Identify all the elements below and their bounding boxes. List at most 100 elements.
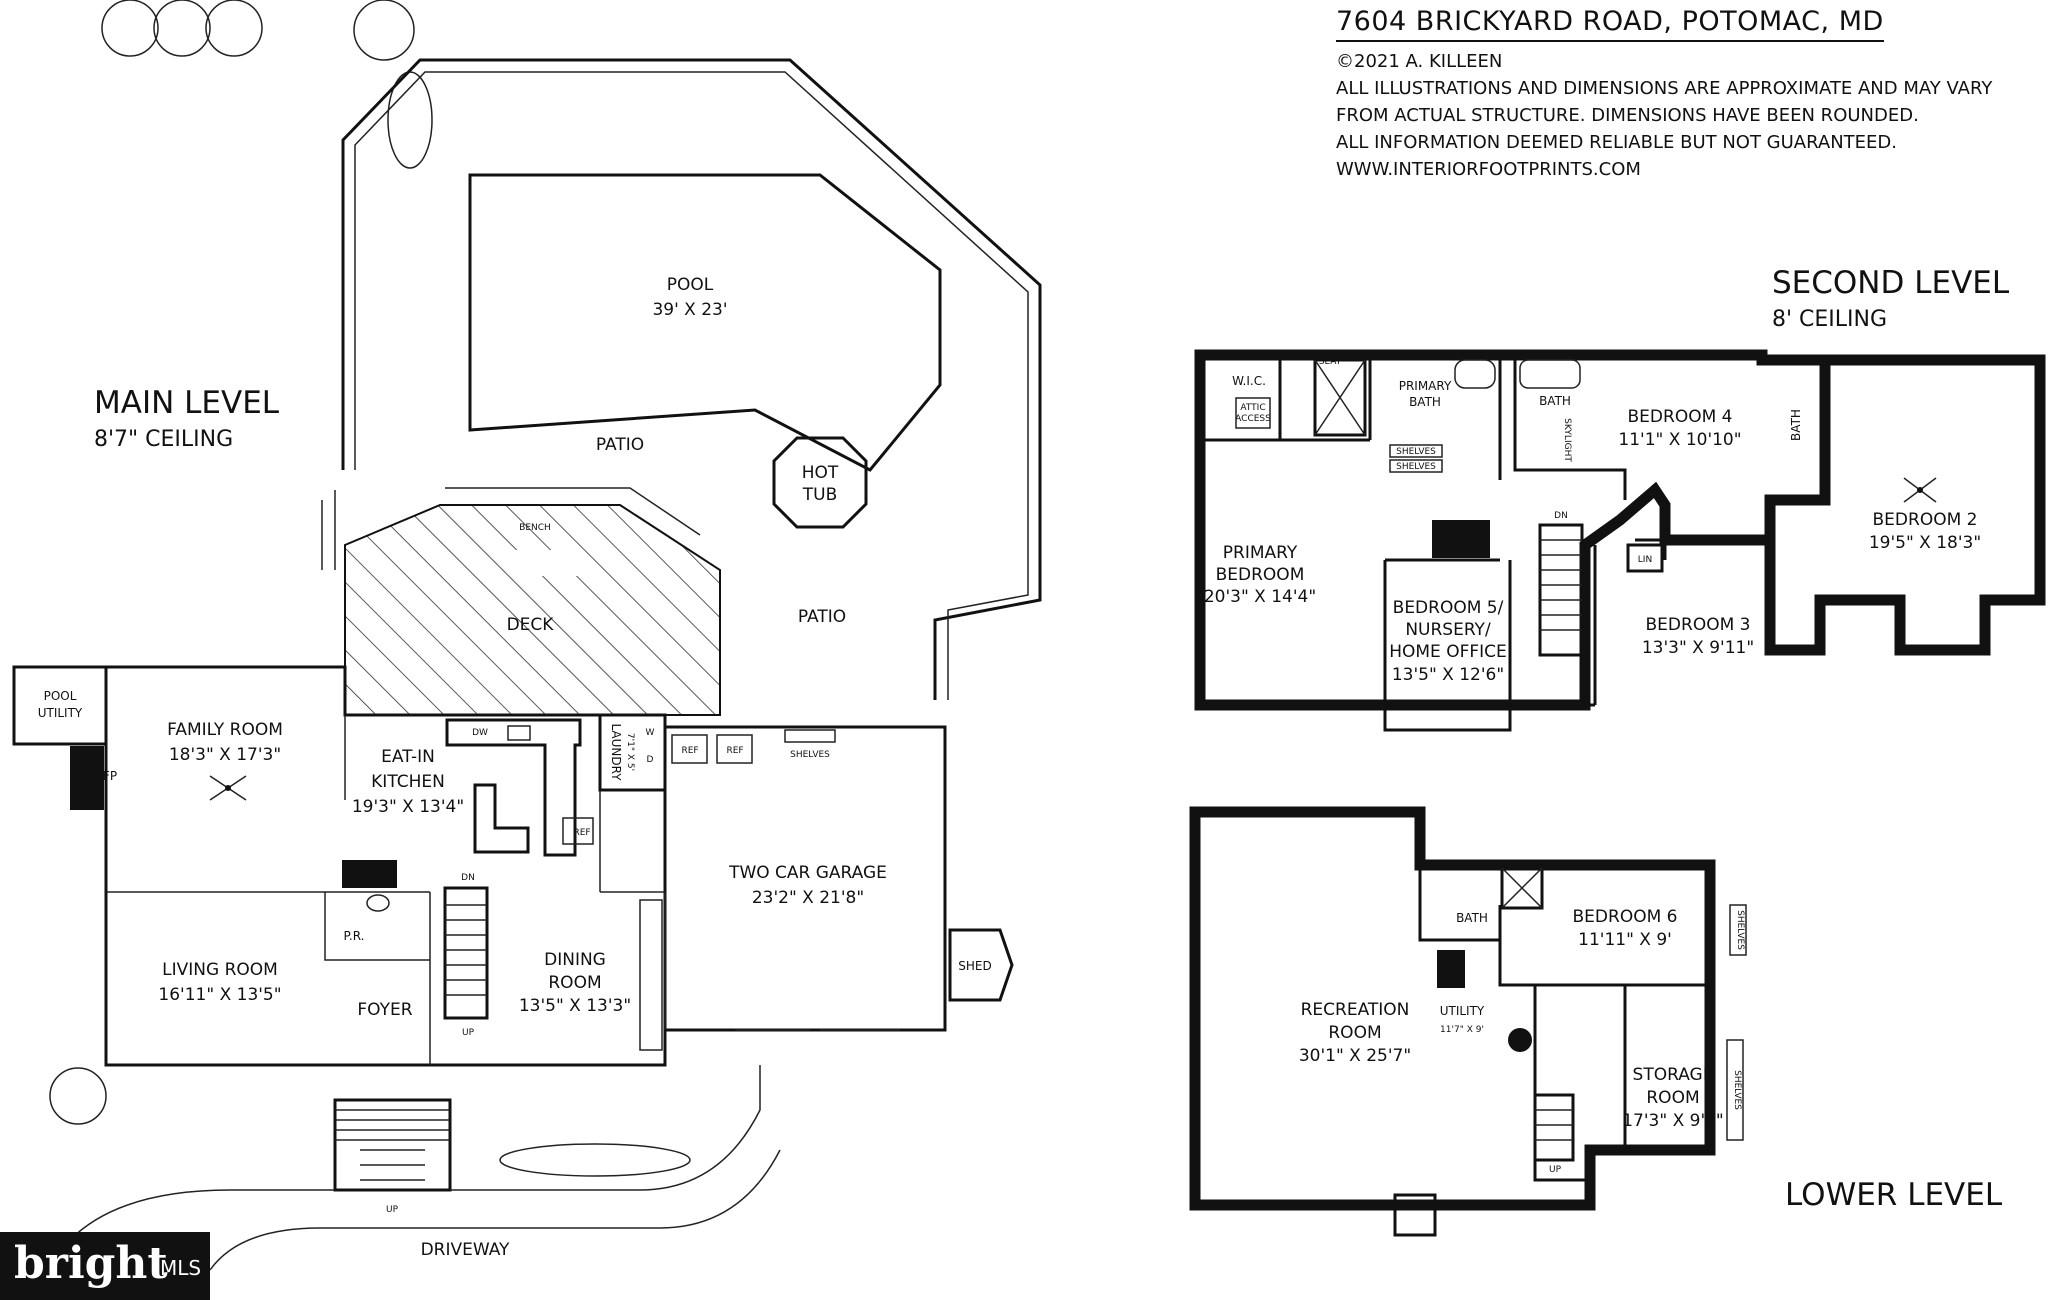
deck-area [344, 504, 721, 716]
bright-mls-logo: bright MLS [0, 1232, 210, 1300]
living-room-label: LIVING ROOM [162, 960, 278, 980]
lower-interior-walls [1418, 865, 1710, 1182]
lower-stairs: UP [1533, 1093, 1575, 1175]
tree-icon [353, 0, 415, 61]
garage-ref-2 [716, 734, 753, 764]
copyright: ©2021 A. KILLEEN [1336, 51, 1503, 72]
kitchen-dim: 19'3" X 13'4" [352, 797, 464, 817]
front-stoop [333, 1098, 452, 1192]
lower-shelves-label-1: SHELVES [1735, 910, 1745, 950]
bedroom-3-dim: 13'3" X 9'11" [1642, 638, 1754, 658]
lower-outer-walls [1189, 806, 1716, 1211]
dining-buffet [639, 899, 663, 1051]
chimney [1432, 520, 1490, 558]
bathtub [1454, 359, 1496, 389]
attic-label-2: ACCESS [1235, 414, 1271, 424]
bench-label: BENCH [519, 523, 551, 533]
hot-tub-label-1: HOT [802, 463, 839, 483]
bench-planter [445, 487, 701, 536]
kitchen-ref-label: REF [573, 828, 590, 838]
dryer-label: D [647, 755, 654, 765]
tree-icon [153, 0, 211, 57]
garage-ref-label-2: REF [726, 746, 743, 756]
skylight-label: SKYLIGHT [1562, 418, 1572, 462]
primary-bedroom-dim: 20'3" X 14'4" [1204, 587, 1316, 607]
main-stairs: DN UP [443, 873, 489, 1038]
garage-shelves-label: SHELVES [790, 750, 830, 760]
bedroom-5-dim: 13'5" X 12'6" [1392, 665, 1504, 685]
logo-brand: bright [14, 1238, 168, 1289]
pool-utility-label-1: POOL [44, 689, 77, 703]
primary-bath-label-1: PRIMARY [1399, 379, 1452, 393]
attic-label-1: ATTIC [1240, 403, 1265, 413]
dining-dim: 13'5" X 13'3" [519, 996, 631, 1016]
bedroom-2-label: BEDROOM 2 [1873, 510, 1978, 530]
stairs-dn-label: DN [461, 873, 475, 883]
hall-bathtub [1519, 359, 1581, 389]
property-address: 7604 BRICKYARD ROAD, POTOMAC, MD [1336, 6, 1884, 42]
bedroom-5-label-3: HOME OFFICE [1389, 642, 1507, 662]
ceiling-fan-icon [1903, 477, 1937, 503]
washer-label: W [646, 728, 655, 738]
tree-icon [205, 0, 263, 57]
front-steps [335, 1109, 450, 1181]
main-level-title: MAIN LEVEL [94, 385, 280, 421]
bedroom-6-label: BEDROOM 6 [1573, 907, 1678, 927]
garage-dim: 23'2" X 21'8" [752, 888, 864, 908]
logo-suffix: MLS [160, 1256, 202, 1280]
hall-bath-label: BATH [1539, 394, 1571, 408]
powder-room-label: P.R. [344, 929, 365, 943]
bedroom-6-dim: 11'11" X 9' [1578, 930, 1672, 950]
garage-shelves [784, 729, 836, 743]
utility-dim: 11'7" X 9' [1440, 1025, 1484, 1035]
storage-label-2: ROOM [1646, 1088, 1699, 1108]
primary-bedroom-label-1: PRIMARY [1223, 543, 1298, 563]
stairs-up-label: UP [462, 1028, 475, 1038]
foyer-label: FOYER [357, 1000, 412, 1020]
kitchen-island [473, 783, 530, 854]
ceiling-fan-icon [209, 775, 247, 801]
laundry-room [598, 713, 667, 792]
wic-label: W.I.C. [1232, 374, 1266, 388]
shrub-icon [499, 1143, 691, 1177]
main-level: POOL 39' X 23' PATIO PATIO HOT TUB DECK … [12, 0, 1042, 1271]
bedroom-4-label: BEDROOM 4 [1628, 407, 1733, 427]
recreation-label-1: RECREATION [1301, 1000, 1410, 1020]
lower-level-title: LOWER LEVEL [1785, 1177, 2003, 1213]
driveway-label: DRIVEWAY [421, 1240, 510, 1260]
lower-chimney [1437, 950, 1465, 988]
sink-icon [507, 725, 531, 741]
kitchen-label-2: KITCHEN [371, 772, 445, 792]
disclaimer-line-1: ALL ILLUSTRATIONS AND DIMENSIONS ARE APP… [1336, 78, 1993, 99]
lower-bilco [1393, 1193, 1437, 1237]
linen-label: LIN [1638, 555, 1652, 565]
pool-surround [341, 58, 1042, 700]
lower-bath-label: BATH [1456, 911, 1488, 925]
second-stairs: DN [1538, 511, 1584, 657]
storage-label-1: STORAGE [1633, 1065, 1714, 1085]
second-interior-walls [1200, 355, 1667, 732]
lower-level: LOWER LEVEL BATH BEDROOM 6 11'11" X 9' S… [1189, 806, 2003, 1237]
lower-stairs-up-label: UP [1549, 1165, 1562, 1175]
family-room-dim: 18'3" X 17'3" [169, 745, 281, 765]
primary-bath-label-2: BATH [1409, 395, 1441, 409]
bedroom-5-label-2: NURSERY/ [1405, 620, 1491, 640]
shower [1313, 358, 1367, 437]
second-bedroom2-walls [1762, 354, 2046, 656]
lower-shelves-label-2: SHELVES [1732, 1070, 1742, 1110]
tree-icons [49, 0, 691, 1177]
fireplace [70, 746, 104, 810]
shed [948, 928, 1014, 1002]
deck-label: DECK [507, 615, 555, 635]
steps [321, 490, 336, 570]
bedroom-2-dim: 19'5" X 18'3" [1869, 533, 1981, 553]
toilet-icon [366, 894, 390, 912]
pool-label: POOL [667, 275, 714, 295]
shelves-label-2: SHELVES [1396, 462, 1436, 472]
pool-utility-label-2: UTILITY [38, 706, 83, 720]
garage-label: TWO CAR GARAGE [728, 863, 887, 883]
driveway-edge-2 [209, 1149, 781, 1271]
bedroom-2-bath-label: BATH [1789, 409, 1803, 441]
bedroom-5-label-1: BEDROOM 5/ [1393, 598, 1504, 618]
